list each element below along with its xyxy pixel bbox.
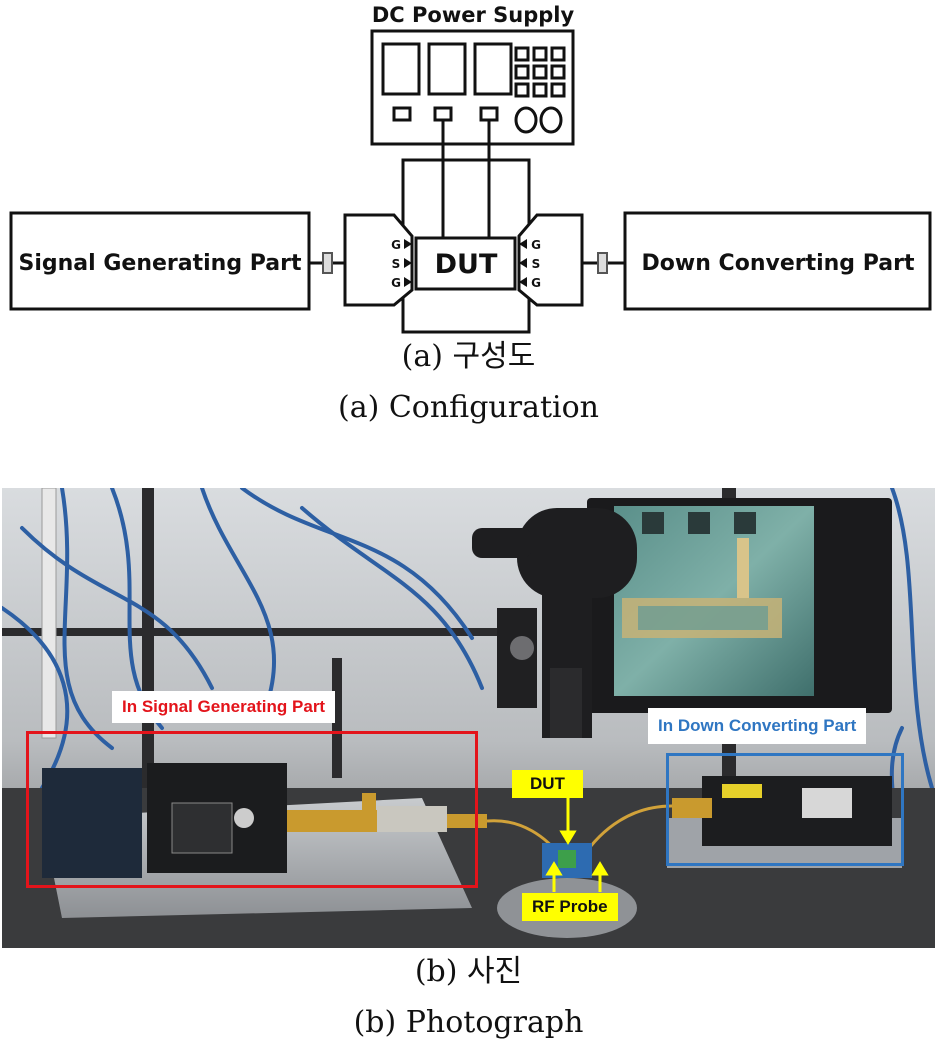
configuration-diagram: DC Power Supply Signal Generating Part bbox=[9, 3, 932, 334]
left-connector bbox=[309, 252, 345, 274]
microscope-monitor bbox=[587, 498, 892, 713]
right-gsg-probe: G S G bbox=[517, 213, 584, 307]
right-probe-pin-g1: G bbox=[531, 238, 541, 252]
left-gsg-probe: G S G bbox=[343, 213, 414, 307]
left-frequency-multiplier bbox=[42, 763, 287, 878]
right-connector bbox=[582, 252, 625, 274]
caption-b-korean: (b) 사진 bbox=[414, 954, 523, 989]
down-converting-block: Down Converting Part bbox=[623, 211, 932, 311]
left-probe-pin-g1: G bbox=[391, 238, 401, 252]
rf-probe-photo-label: RF Probe bbox=[522, 893, 618, 921]
dut-photo-label: DUT bbox=[512, 770, 583, 798]
dc-power-supply bbox=[370, 29, 575, 146]
microscope bbox=[472, 508, 637, 738]
measurement-setup-photograph: In Signal Generating Part In Down Conver… bbox=[2, 488, 935, 948]
photo-scene bbox=[2, 488, 935, 948]
down-converting-photo-label: In Down Converting Part bbox=[648, 708, 867, 744]
signal-generating-photo-label: In Signal Generating Part bbox=[112, 691, 336, 723]
caption-b-english: (b) Photograph bbox=[353, 1005, 584, 1040]
right-probe-pin-s: S bbox=[532, 257, 541, 271]
signal-generating-label: Signal Generating Part bbox=[19, 251, 302, 276]
down-converting-highlight-box bbox=[666, 753, 904, 866]
down-converting-label: Down Converting Part bbox=[642, 251, 915, 276]
caption-a-english: (a) Configuration bbox=[338, 390, 599, 425]
signal-generating-block: Signal Generating Part bbox=[9, 211, 311, 311]
dc-power-supply-label: DC Power Supply bbox=[372, 3, 575, 27]
dut-block: DUT bbox=[414, 236, 517, 291]
waveguide-chain bbox=[287, 793, 487, 832]
signal-generating-highlight-box bbox=[26, 731, 478, 888]
right-probe-pin-g2: G bbox=[531, 276, 541, 290]
right-down-converter bbox=[672, 776, 892, 846]
dut-label: DUT bbox=[435, 249, 498, 280]
pointer-arrows bbox=[545, 794, 609, 892]
left-probe-pin-s: S bbox=[392, 257, 401, 271]
dc-bias-wires bbox=[441, 120, 491, 238]
left-probe-pin-g2: G bbox=[391, 276, 401, 290]
caption-a-korean: (a) 구성도 bbox=[401, 339, 536, 374]
